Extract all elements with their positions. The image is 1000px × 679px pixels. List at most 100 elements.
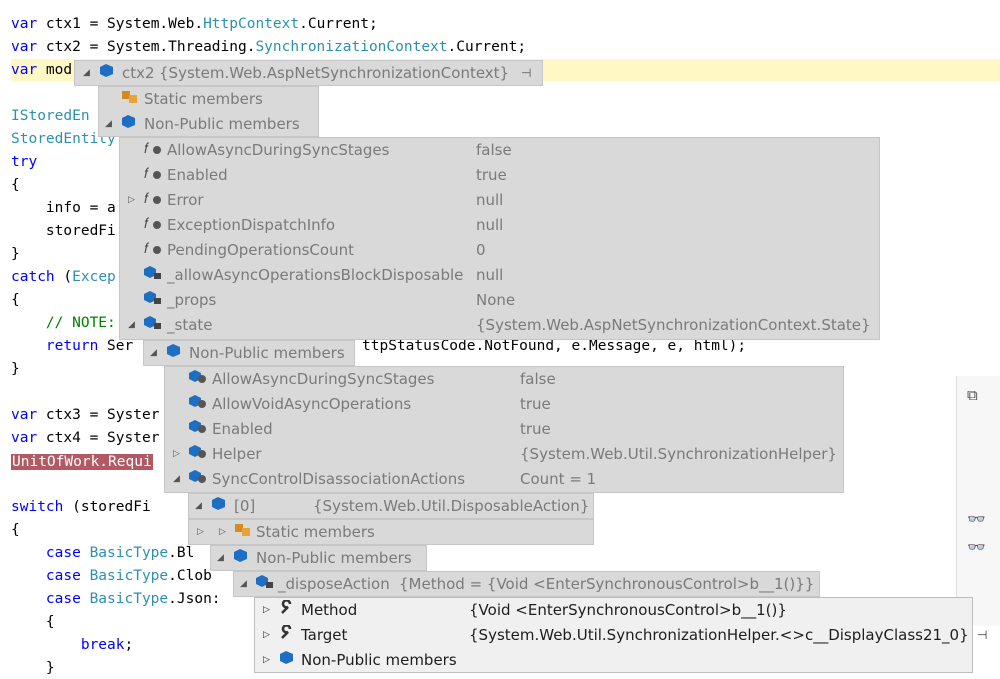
member-name: AllowAsyncDuringSyncStages	[167, 141, 390, 159]
datatip-value[interactable]: {System.Web.AspNetSynchronizationContext…	[159, 64, 510, 82]
datatip-array-item[interactable]: ◢ [0] {System.Web.Util.DisposableAction}	[188, 493, 594, 519]
member-name: _props	[167, 291, 217, 309]
svg-text:𝑓: 𝑓	[144, 141, 149, 155]
code-line: {	[11, 177, 20, 193]
member-name: Target	[301, 626, 348, 644]
glasses-icon[interactable]: 👓	[967, 538, 986, 556]
member-name: Enabled	[167, 166, 228, 184]
code-line: // NOTE:	[11, 315, 116, 331]
collapse-arrow-icon[interactable]: ◢	[195, 501, 202, 511]
member-name: Enabled	[212, 420, 273, 438]
member-value[interactable]: {System.Web.Util.DisposableAction}	[313, 497, 590, 515]
expand-arrow-icon[interactable]: ▷	[219, 527, 226, 537]
datatip-ctx2-children[interactable]: Static members ◢ Non-Public members	[98, 86, 319, 137]
side-panel: ⧉ 👓 👓	[956, 376, 1000, 626]
expand-arrow-icon[interactable]: ▷	[263, 630, 270, 640]
member-value[interactable]: {Void <EnterSynchronousControl>b__1()}	[469, 601, 787, 619]
code-line: storedFi	[11, 223, 116, 239]
collapse-arrow-icon[interactable]: ◢	[173, 474, 180, 484]
object-icon	[99, 61, 114, 77]
non-public-members-label: Non-Public members	[144, 115, 300, 133]
wrench-icon	[279, 623, 294, 639]
private-field-icon	[189, 392, 206, 408]
private-field-icon	[144, 263, 161, 279]
code-line: }	[11, 361, 20, 377]
member-value[interactable]: null	[476, 216, 504, 234]
object-icon	[211, 494, 226, 510]
code-line: try	[11, 154, 38, 170]
code-line: IStoredEn	[11, 108, 90, 124]
member-name: Method	[301, 601, 358, 619]
code-line: case BasicType.Bl	[11, 545, 195, 561]
private-field-icon	[144, 313, 161, 329]
private-field-icon	[189, 442, 206, 458]
code-line: var ctx3 = Syster	[11, 407, 160, 423]
code-line: return Ser	[11, 338, 134, 354]
member-value[interactable]: true	[520, 420, 551, 438]
datatip-delegate-members[interactable]: ▷ Method {Void <EnterSynchronousControl>…	[254, 597, 987, 673]
code-line: var ctx2 = System.Threading.Synchronizat…	[11, 39, 527, 55]
svg-text:𝑓: 𝑓	[144, 166, 149, 180]
code-line: catch (Excep	[11, 269, 116, 285]
code-line: {	[11, 292, 20, 308]
code-line: break;	[11, 637, 134, 653]
member-name: [0]	[234, 497, 256, 515]
svg-text:𝑓: 𝑓	[144, 241, 149, 255]
datatip-item-static[interactable]: ▷ ▷ Static members	[188, 519, 594, 545]
pin-icon[interactable]: ⊣	[521, 66, 532, 80]
member-value[interactable]: {System.Web.Util.SynchronizationHelper}	[520, 445, 837, 463]
property-icon: 𝑓	[144, 163, 161, 182]
member-value[interactable]: false	[476, 141, 512, 159]
collapse-arrow-icon[interactable]: ◢	[217, 553, 224, 563]
private-field-icon	[144, 288, 161, 304]
member-value[interactable]: 0	[476, 241, 486, 259]
datatip-state-nonpublic[interactable]: ◢ Non-Public members	[143, 340, 355, 366]
pin-icon[interactable]: ⊣	[977, 628, 988, 642]
code-line: case BasicType.Clob	[11, 568, 212, 584]
non-public-members-label: Non-Public members	[189, 344, 345, 362]
member-name: SyncControlDisassociationActions	[212, 470, 466, 488]
expand-arrow-icon[interactable]: ▷	[128, 195, 135, 205]
datatip-item-nonpublic[interactable]: ◢ Non-Public members	[210, 545, 427, 571]
member-value[interactable]: {System.Web.Util.SynchronizationHelper.<…	[469, 626, 969, 644]
member-name: ExceptionDispatchInfo	[167, 216, 336, 234]
private-field-icon	[189, 367, 206, 383]
collapse-arrow-icon[interactable]: ◢	[150, 348, 157, 358]
member-value[interactable]: true	[520, 395, 551, 413]
code-line: case BasicType.Json:	[11, 591, 221, 607]
member-value[interactable]: {Method = {Void <EnterSynchronousControl…	[399, 575, 815, 593]
collapse-arrow-icon[interactable]: ◢	[240, 579, 247, 589]
expand-arrow-icon[interactable]: ▷	[197, 527, 204, 537]
expand-arrow-icon[interactable]: ▷	[263, 655, 270, 665]
collapse-arrow-icon[interactable]: ◢	[83, 68, 90, 78]
member-name: _state	[167, 316, 213, 334]
static-members-icon	[234, 520, 250, 536]
member-name: Helper	[212, 445, 262, 463]
member-name: Error	[167, 191, 204, 209]
code-line: {	[11, 522, 20, 538]
expand-arrow-icon[interactable]: ▷	[263, 605, 270, 615]
collapse-arrow-icon[interactable]: ◢	[128, 320, 135, 330]
expand-arrow-icon[interactable]: ▷	[173, 449, 180, 459]
datatip-ctx2[interactable]: ◢ ctx2 {System.Web.AspNetSynchronization…	[74, 60, 543, 86]
member-value[interactable]: null	[476, 266, 504, 284]
svg-text:𝑓: 𝑓	[144, 216, 149, 230]
member-value[interactable]: null	[476, 191, 504, 209]
copy-icon[interactable]: ⧉	[967, 386, 978, 404]
member-value[interactable]: Count = 1	[520, 470, 597, 488]
static-members-label: Static members	[144, 90, 263, 108]
datatip-dispose-action[interactable]: ◢ _disposeAction {Method = {Void <EnterS…	[233, 571, 820, 597]
property-icon: 𝑓	[144, 188, 161, 207]
object-icon	[121, 112, 136, 128]
glasses-icon[interactable]: 👓	[967, 510, 986, 528]
member-value[interactable]: false	[520, 370, 556, 388]
collapse-arrow-icon[interactable]: ◢	[105, 119, 112, 129]
code-line: }	[11, 660, 55, 676]
member-value[interactable]: true	[476, 166, 507, 184]
member-value[interactable]: None	[476, 291, 516, 309]
wrench-icon	[279, 598, 294, 614]
member-value[interactable]: {System.Web.AspNetSynchronizationContext…	[476, 316, 871, 334]
code-line: StoredEntity	[11, 131, 116, 147]
